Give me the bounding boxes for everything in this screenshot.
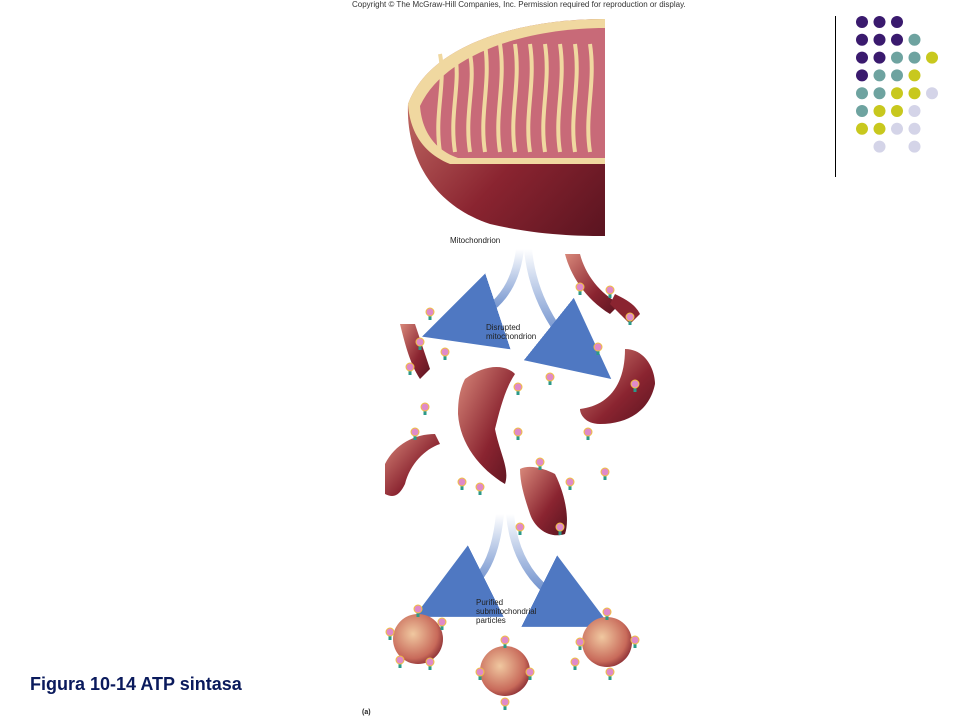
atp-synthase-head (425, 307, 435, 317)
decorative-dot (856, 87, 868, 100)
decorative-dot (856, 33, 868, 46)
decorative-dot (908, 87, 921, 100)
atp-synthase-head (583, 427, 593, 437)
decorative-dot (856, 51, 868, 64)
atp-synthase-head (605, 285, 615, 295)
mitochondrion-diagram (385, 19, 655, 710)
decorative-dot (908, 122, 921, 135)
arrow-right-lower (506, 513, 611, 627)
decorative-dot (873, 87, 886, 100)
atp-synthase-head (415, 337, 425, 347)
atp-synthase-head (437, 617, 447, 627)
atp-synthase-head (593, 342, 603, 352)
atp-synthase-head (425, 657, 435, 667)
arrow-left-upper (422, 248, 524, 350)
mitochondrion-section (407, 19, 605, 236)
atp-synthase-head (565, 477, 575, 487)
atp-synthase-head (513, 382, 523, 392)
decorative-dot (926, 51, 938, 64)
atp-synthase-head (545, 372, 555, 382)
atp-synthase-head (575, 637, 585, 647)
crista-fold (511, 43, 519, 153)
atp-synthase-head (602, 607, 612, 617)
atp-synthase-head (410, 427, 420, 437)
atp-synthase-head (385, 627, 395, 637)
panel-label: (a) (362, 709, 371, 716)
decorative-dot (873, 51, 886, 64)
decorative-dot (891, 33, 903, 46)
atp-synthase-head (630, 379, 640, 389)
crista-fold (466, 53, 474, 153)
copyright-notice: Copyright © The McGraw-Hill Companies, I… (352, 0, 686, 9)
decorative-dot (856, 16, 868, 28)
crista-fold (586, 43, 594, 153)
atp-synthase-head (500, 635, 510, 645)
decorative-dot (873, 16, 886, 28)
atp-synthase-head (405, 362, 415, 372)
decorative-dot (873, 69, 886, 82)
decorative-dot (873, 122, 886, 135)
atp-synthase-head (413, 604, 423, 614)
crista-fold (541, 43, 549, 153)
decorative-divider-line (835, 16, 836, 177)
crista-fold (451, 53, 459, 153)
atp-synthase-head (515, 522, 525, 532)
decorative-dot (891, 87, 903, 100)
decorative-dot (908, 69, 921, 82)
decorative-dot (908, 105, 921, 117)
atp-synthase-head (420, 402, 430, 412)
decorative-dot (891, 122, 903, 135)
decorative-dot (908, 33, 921, 46)
atp-synthase-head (395, 655, 405, 665)
decorative-dot (891, 16, 903, 28)
decorative-dot (926, 87, 938, 100)
atp-synthase-head (625, 312, 635, 322)
atp-synthase-head (513, 427, 523, 437)
crista-fold (571, 43, 579, 153)
atp-synthase-head (570, 657, 580, 667)
decorative-dot (908, 140, 921, 153)
decorative-dot (908, 51, 921, 64)
atp-synthase-head (475, 667, 485, 677)
crista-fold (526, 43, 534, 153)
atp-synthase-head (457, 477, 467, 487)
decorative-dot (891, 105, 903, 117)
decorative-dot (891, 51, 903, 64)
decorative-dot (873, 140, 886, 153)
atp-synthase-head (600, 467, 610, 477)
decorative-dot (856, 105, 868, 117)
label-mitochondrion: Mitochondrion (450, 236, 501, 245)
decorative-dot (856, 69, 868, 82)
arrow-left-lower (414, 513, 504, 617)
atp-synthase-heads (385, 282, 640, 710)
atp-synthase-head (605, 667, 615, 677)
atp-synthase-head (555, 522, 565, 532)
label-purified-particles: Purified submitochondrial particles (476, 598, 537, 625)
atp-synthase-head (575, 282, 585, 292)
crista-fold (496, 43, 504, 153)
figure-caption: Figura 10-14 ATP sintasa (30, 674, 242, 694)
atp-synthase-head (475, 482, 485, 492)
disrupted-fragments (385, 254, 655, 536)
label-disrupted-mitochondrion: Disrupted mitochondrion (486, 323, 537, 341)
crista-fold (556, 43, 564, 153)
atp-synthase-head (535, 457, 545, 467)
decorative-dot (873, 105, 886, 117)
decorative-dot-grid (856, 16, 938, 153)
decorative-dot (873, 33, 886, 46)
decorative-dot (891, 69, 903, 82)
decorative-dot (856, 122, 868, 135)
atp-synthase-head (440, 347, 450, 357)
atp-synthase-head (630, 635, 640, 645)
atp-synthase-head (525, 667, 535, 677)
crista-fold (481, 43, 489, 153)
submitochondrial-particles (393, 614, 632, 696)
arrow-right-upper (523, 248, 612, 380)
atp-synthase-head (500, 697, 510, 707)
crista-fold (436, 53, 444, 153)
